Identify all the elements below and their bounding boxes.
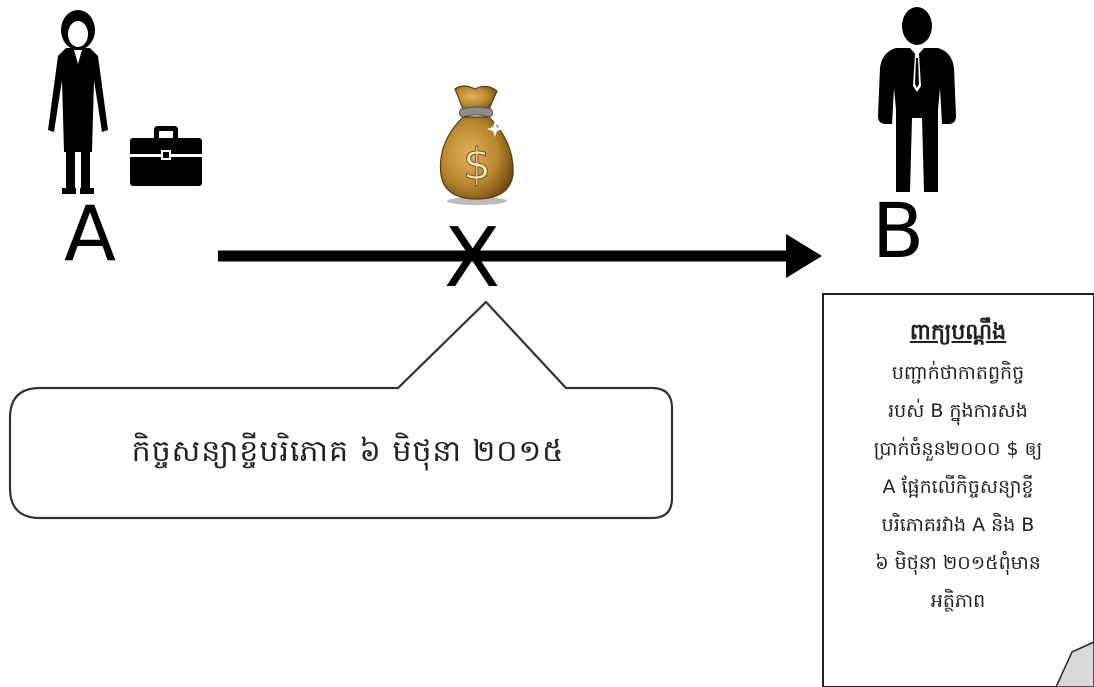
complaint-text: ពាក្យបណ្តឹង បញ្ជាក់ថាកាតព្វកិច្ច របស់ B … [824, 316, 1092, 620]
complaint-line: របស់ B ក្នុងការសង [888, 400, 1028, 422]
complaint-line: ប្រាក់ចំនួន២០០០ $ ឲ្យ [873, 438, 1043, 460]
contract-bubble [8, 300, 674, 520]
complaint-document [822, 293, 1094, 687]
complaint-line: បរិភោគរវាង A និង B [881, 514, 1035, 536]
briefcase-icon [130, 126, 202, 186]
complaint-body: បញ្ជាក់ថាកាតព្វកិច្ច របស់ B ក្នុងការសង ប… [824, 354, 1092, 620]
woman-icon [48, 10, 108, 194]
complaint-line: អត្ថិភាព [930, 590, 986, 612]
complaint-line: ៦ មិថុនា ២០១៥ពុំមាន [875, 552, 1041, 574]
contract-label: កិច្ចសន្យាខ្ចីបរិភោគ ៦ មិថុនា ២០១៥ [131, 434, 565, 469]
money-bag-icon: $ [439, 85, 514, 205]
complaint-title: ពាក្យបណ្តឹង [909, 320, 1007, 345]
complaint-line: បញ្ជាក់ថាកាតព្វកិច្ច [891, 362, 1025, 384]
party-a-label: A [64, 189, 116, 278]
party-b-label: B [872, 186, 925, 275]
man-icon [878, 7, 956, 192]
complaint-line: A ផ្អែកលើកិច្ចសន្យាខ្ចី [882, 476, 1034, 498]
document-fold [1055, 641, 1094, 687]
transfer-arrow-head [786, 234, 822, 278]
blocked-marker: X [444, 211, 501, 306]
svg-text:$: $ [463, 139, 491, 190]
